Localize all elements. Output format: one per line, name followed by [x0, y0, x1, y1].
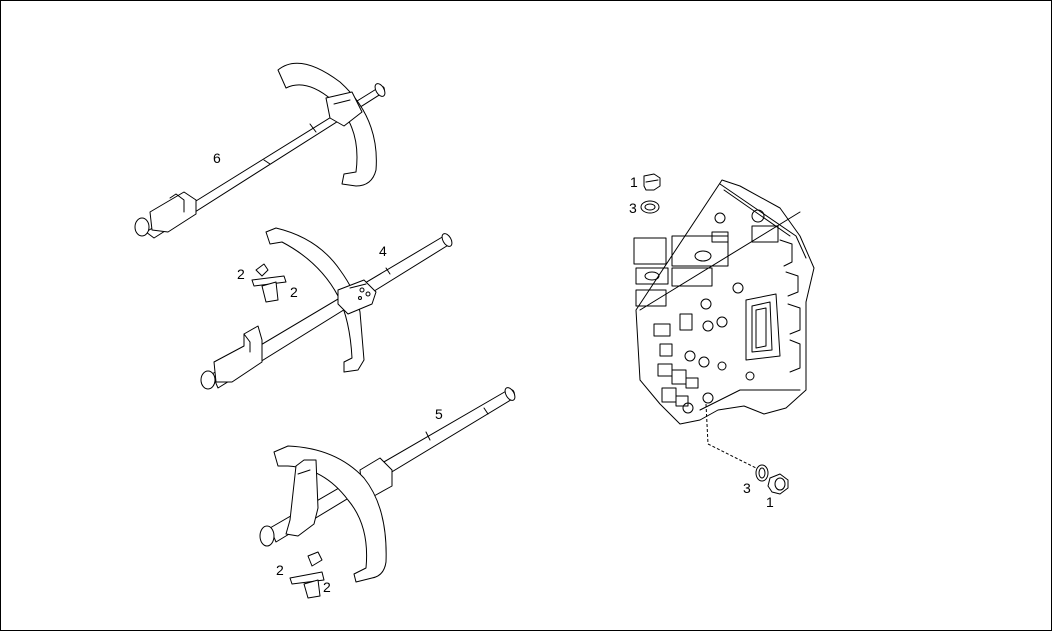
callout-shaft-6: 6 — [213, 150, 221, 166]
shift-rod-4 — [200, 227, 453, 390]
pad-2-lower — [289, 551, 325, 599]
shift-rod-5 — [259, 387, 516, 583]
callout-pad-upper-right: 2 — [290, 284, 298, 300]
callout-washer-top: 3 — [629, 200, 637, 216]
callout-pad-upper-left: 2 — [237, 266, 245, 282]
callout-plug-bottom: 1 — [766, 494, 774, 510]
callout-shaft-5: 5 — [435, 406, 443, 422]
callout-pad-lower-right: 2 — [323, 579, 331, 595]
pad-2-upper — [251, 263, 287, 303]
plug-1-top — [643, 173, 661, 191]
plug-1-bottom — [767, 473, 789, 495]
callout-pad-lower-left: 2 — [276, 562, 284, 578]
washer-3-top — [640, 200, 660, 214]
callout-shaft-4: 4 — [379, 243, 387, 259]
gearbox-housing — [633, 179, 815, 471]
shift-rod-6 — [134, 62, 386, 239]
callout-washer-bottom: 3 — [743, 480, 751, 496]
washer-3-bottom — [755, 464, 769, 482]
callout-plug-top: 1 — [630, 174, 638, 190]
